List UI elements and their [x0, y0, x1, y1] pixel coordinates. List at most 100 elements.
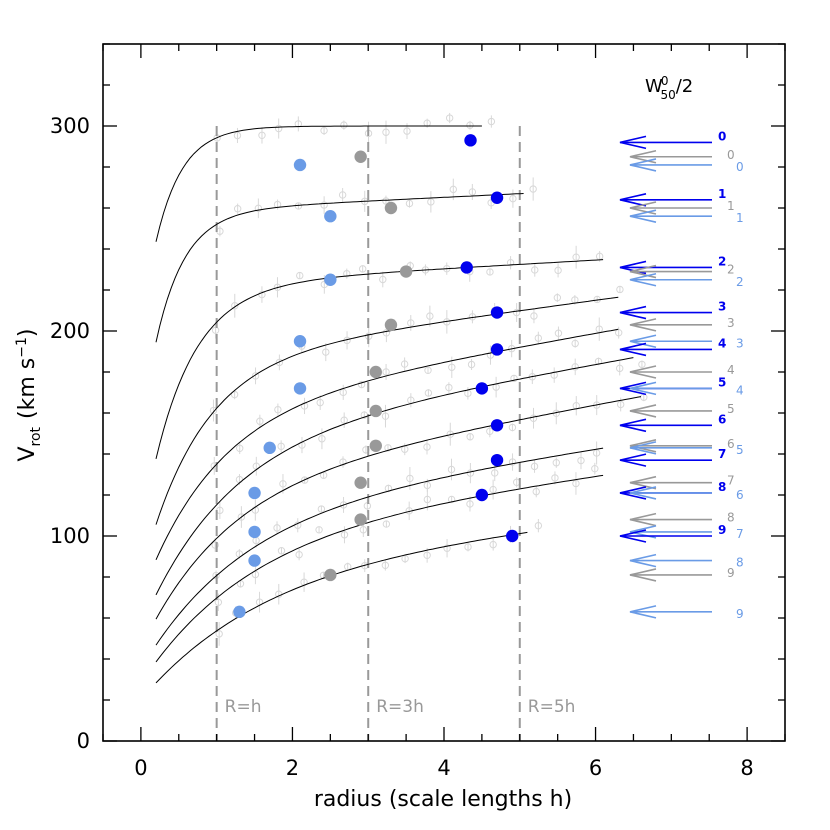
y-axis-label-units: (km s	[15, 358, 40, 419]
background-point	[317, 505, 326, 513]
background-point	[258, 131, 266, 139]
background-point	[237, 513, 246, 521]
arrow-label: 3	[727, 316, 735, 330]
series-curve-6	[155, 396, 642, 620]
y-axis-label-sub: rot	[28, 426, 44, 446]
background-point	[466, 121, 474, 129]
background-point	[506, 259, 515, 267]
background-point	[215, 630, 223, 638]
arrow-label: 0	[727, 148, 735, 162]
background-point	[279, 480, 287, 488]
background-point	[594, 357, 603, 366]
background-point	[338, 191, 347, 199]
y-tick-label: 300	[50, 114, 90, 138]
background-point	[554, 329, 563, 337]
arrow-head	[619, 381, 647, 396]
arrow-head	[629, 318, 657, 332]
background-point	[273, 283, 282, 292]
arrow-label: 5	[718, 375, 726, 389]
marker-light	[248, 486, 261, 500]
background-point	[405, 199, 414, 208]
arrow-label: 2	[727, 263, 735, 277]
background-point	[274, 405, 282, 414]
background-point	[295, 550, 303, 559]
background-point	[258, 290, 266, 299]
background-point	[400, 360, 409, 368]
background-point	[572, 479, 580, 488]
background-point	[231, 302, 239, 310]
background-point	[577, 456, 585, 465]
background-point	[320, 201, 328, 209]
arrow-label: 6	[718, 412, 726, 426]
background-point	[211, 541, 219, 549]
series-curve-1	[155, 193, 524, 343]
background-point	[403, 127, 411, 135]
background-point	[489, 485, 497, 494]
arrow-head	[619, 342, 647, 357]
marker-gray	[369, 439, 382, 452]
marker-dark	[464, 134, 477, 147]
background-point	[300, 476, 309, 484]
background-point	[553, 293, 562, 302]
marker-light	[293, 382, 307, 395]
background-point	[486, 268, 494, 276]
background-point	[273, 524, 281, 532]
background-point	[407, 319, 415, 327]
arrow-label: 2	[736, 275, 744, 289]
marker-gray	[384, 201, 398, 215]
background-point	[340, 416, 348, 424]
arrow-label: 8	[727, 511, 735, 525]
marker-gray	[384, 318, 398, 332]
arrow-label: 5	[736, 443, 744, 457]
arrow-label: 4	[727, 363, 735, 377]
series-curve-2	[155, 259, 604, 460]
background-point	[466, 500, 474, 508]
arrow-head	[629, 334, 657, 349]
x-tick-label: 2	[286, 756, 299, 780]
background-point	[381, 561, 390, 570]
background-point	[443, 544, 451, 552]
background-point	[467, 360, 476, 369]
background-point	[381, 412, 390, 420]
y-tick-label: 0	[77, 729, 90, 753]
marker-dark	[475, 488, 489, 502]
background-point	[424, 389, 433, 397]
marker-light	[248, 525, 261, 539]
arrow-head	[629, 486, 657, 500]
background-point	[315, 526, 323, 534]
background-point	[445, 114, 454, 122]
background-point	[294, 120, 303, 128]
background-point	[358, 265, 367, 273]
background-point	[528, 373, 537, 381]
arrow-head	[619, 135, 647, 150]
arrow-head	[629, 568, 657, 582]
background-point	[322, 348, 330, 356]
background-point	[233, 205, 242, 213]
background-point	[551, 474, 559, 482]
arrows-title-tail: /2	[676, 76, 694, 97]
background-point	[254, 204, 263, 213]
background-point	[406, 474, 414, 483]
background-point	[445, 383, 453, 392]
background-point	[616, 400, 625, 409]
y-axis-label-units-close: )	[15, 328, 40, 337]
arrow-label: 7	[736, 527, 744, 541]
background-point	[343, 269, 351, 278]
background-point	[448, 363, 456, 371]
arrow-head	[629, 209, 657, 223]
background-point	[534, 521, 543, 530]
background-point	[512, 308, 521, 317]
background-point	[274, 124, 283, 133]
background-point	[464, 543, 472, 551]
series-curve-0	[155, 125, 482, 242]
arrow-head	[619, 486, 647, 500]
background-point	[531, 266, 539, 274]
background-point	[423, 495, 432, 504]
background-point	[296, 271, 304, 280]
data-points-layer	[233, 134, 519, 619]
arrow-head	[619, 453, 647, 467]
marker-light	[248, 554, 261, 567]
arrow-label: 7	[718, 447, 726, 461]
background-point	[552, 458, 560, 467]
